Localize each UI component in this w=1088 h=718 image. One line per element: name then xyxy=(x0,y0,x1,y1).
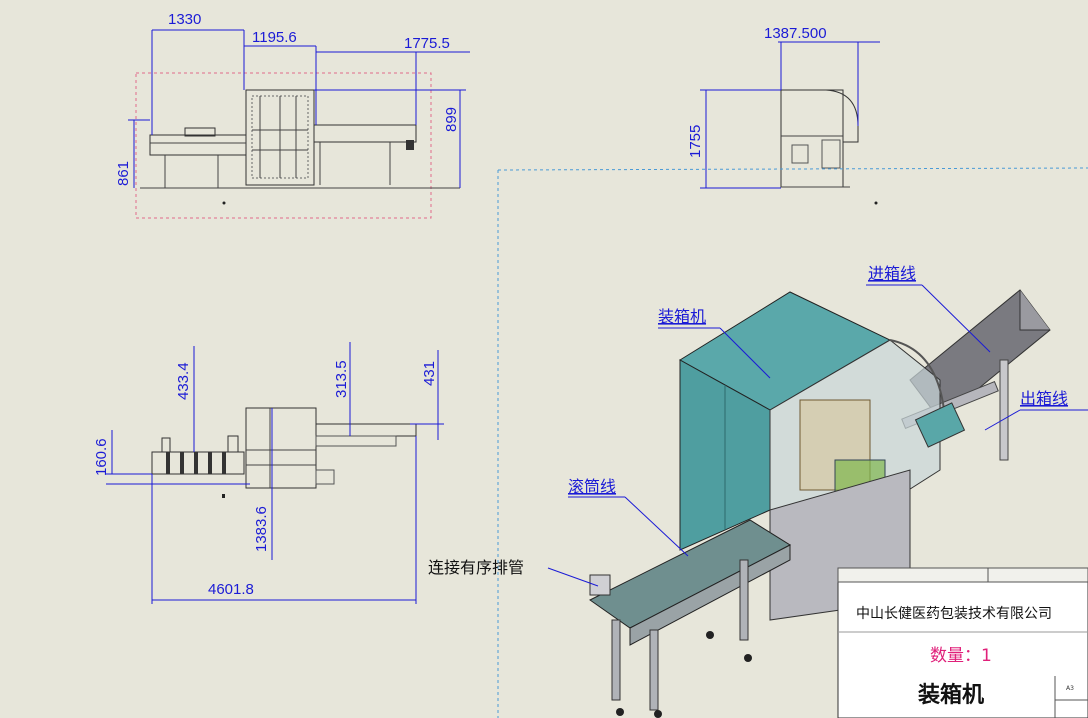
top-view: 1330 1195.6 1775.5 899 861 xyxy=(115,11,470,219)
sheet-size: A3 xyxy=(1066,685,1074,692)
front-view: 433.4 313.5 431 160.6 1383.6 4601.8 xyxy=(93,342,444,604)
dim-899: 899 xyxy=(443,107,460,132)
front-packer-outline xyxy=(245,407,317,489)
company-name: 中山长健医药包装技术有限公司 xyxy=(856,606,1052,622)
dim-1755: 1755 xyxy=(687,125,704,158)
dim-1195-6: 1195.6 xyxy=(252,29,297,46)
side-view: 1387.500 1755 xyxy=(687,25,880,205)
view-boundary xyxy=(135,72,432,219)
title-block: 中山长健医药包装技术有限公司 数量：1 装箱机 A3 xyxy=(837,567,1088,718)
drawing-title: 装箱机 xyxy=(918,682,984,708)
roller-line-outline xyxy=(149,134,247,156)
iso-view: 装箱机 进箱线 出箱线 滚筒线 连接有序排管 xyxy=(428,167,1088,718)
dim-1775-5: 1775.5 xyxy=(404,35,450,52)
dim-1387-500: 1387.500 xyxy=(764,25,827,42)
side-machine-outline xyxy=(780,89,844,188)
callout-infeed: 进箱线 xyxy=(868,264,916,283)
callout-packer: 装箱机 xyxy=(658,307,706,326)
callout-connect: 连接有序排管 xyxy=(428,558,524,577)
callout-outfeed: 出箱线 xyxy=(1020,389,1068,408)
dim-1330: 1330 xyxy=(168,11,201,28)
callout-roller: 滚筒线 xyxy=(568,477,616,496)
dim-160-6: 160.6 xyxy=(93,438,110,476)
dim-433-4: 433.4 xyxy=(175,362,192,400)
dim-313-5: 313.5 xyxy=(333,360,350,398)
dim-4601-8: 4601.8 xyxy=(208,581,254,598)
dim-1383-6: 1383.6 xyxy=(253,506,270,552)
dim-431: 431 xyxy=(421,361,438,386)
quantity-label: 数量：1 xyxy=(930,646,992,666)
dim-861: 861 xyxy=(115,161,132,186)
infeed-line-outline xyxy=(313,124,417,143)
